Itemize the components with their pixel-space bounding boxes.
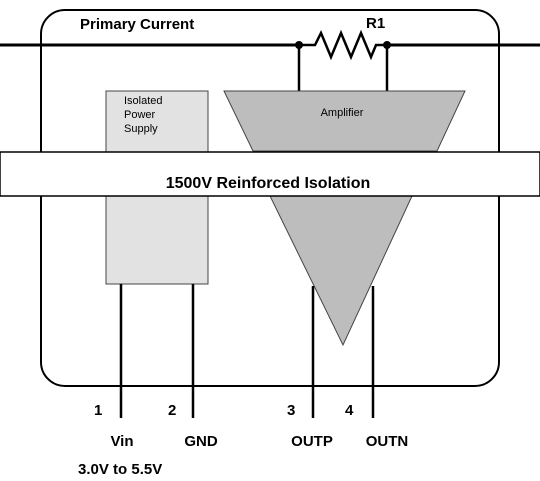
power-supply-block-bottom: [105, 195, 209, 285]
amplifier-top: [223, 90, 466, 152]
isolation-label: 1500V Reinforced Isolation: [166, 175, 371, 192]
power-supply-label-line-2: Power: [124, 109, 156, 121]
pin-2-name: GND: [184, 433, 218, 450]
pin-1-number: 1: [94, 402, 102, 419]
pin-1-name: Vin: [110, 433, 133, 450]
resistor-label: R1: [366, 15, 385, 32]
pin-2-number: 2: [168, 402, 176, 419]
pin-3-name: OUTP: [291, 433, 333, 450]
isolation-barrier: [0, 151, 540, 197]
resistor-r1: [299, 29, 387, 61]
pin-4-name: OUTN: [366, 433, 409, 450]
power-supply-block-top: [105, 90, 209, 154]
pin-4-number: 4: [345, 402, 354, 419]
primary-current-label: Primary Current: [80, 16, 194, 33]
supply-range-label: 3.0V to 5.5V: [78, 461, 162, 478]
amplifier-label: Amplifier: [321, 107, 364, 119]
power-supply-label-line-3: Supply: [124, 123, 158, 135]
pin-3-number: 3: [287, 402, 295, 419]
power-supply-label-line-1: Isolated: [124, 95, 163, 107]
